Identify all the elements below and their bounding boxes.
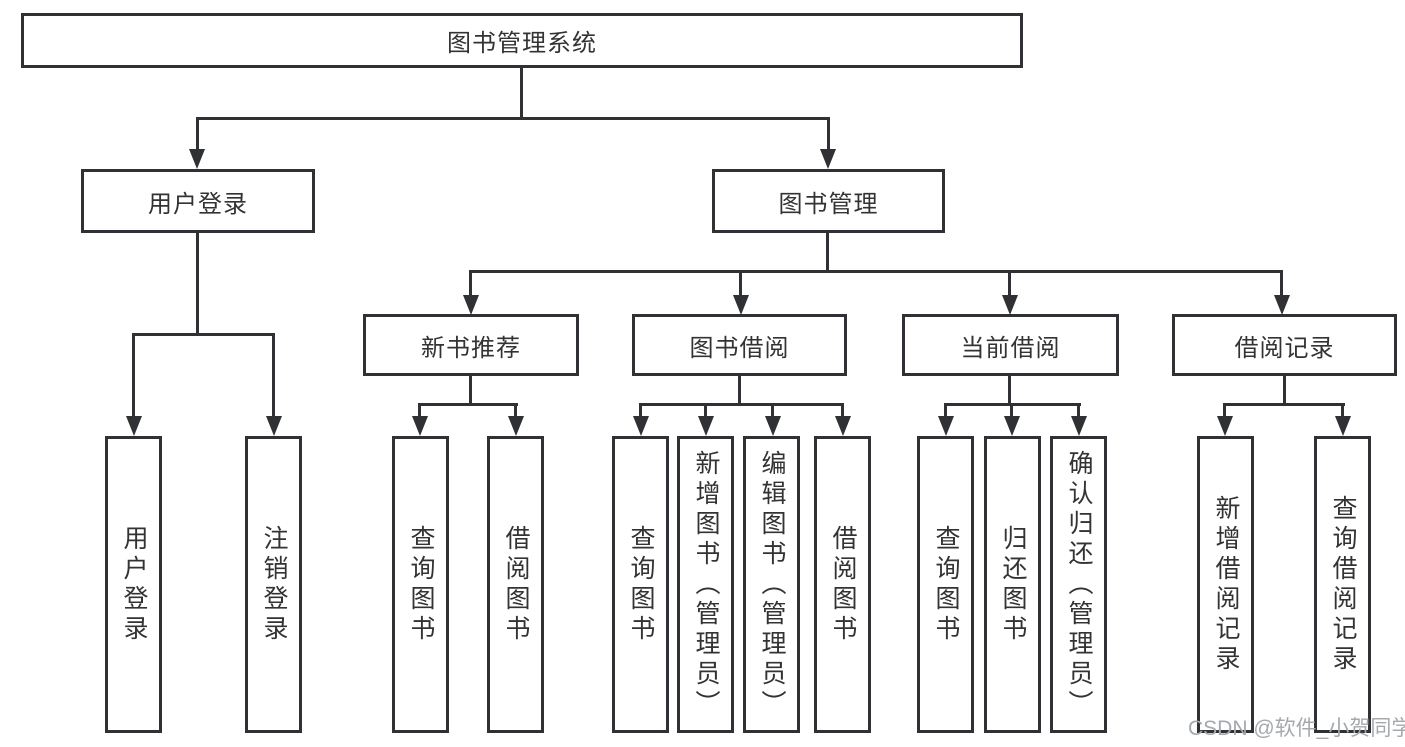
connector-stem-add-borrow-record — [1223, 403, 1226, 418]
node-root-label: 图书管理系统 — [447, 30, 597, 57]
arrow-to-book-management — [820, 149, 836, 169]
connector-stem-confirm-return — [1077, 403, 1080, 418]
connector-stem-add-book-admin — [704, 403, 707, 418]
connector-new-book-recommend-stub — [469, 374, 472, 405]
leaf-query-books-1-label: 查询图书 — [407, 524, 435, 645]
arrow-to-borrow-books-2 — [835, 416, 851, 436]
connector-current-borrowing-stub — [1008, 374, 1011, 405]
connector-stem-user-login — [196, 117, 199, 151]
leaf-edit-book-admin-label: 编辑图书（管理员） — [758, 449, 786, 720]
connector-group-a-bar — [418, 403, 518, 406]
arrow-to-return-book — [1004, 416, 1020, 436]
node-borrowing-records-label: 借阅记录 — [1234, 334, 1335, 362]
arrow-to-leaf-user-login — [126, 416, 142, 436]
connector-stem-edit-book-admin — [771, 403, 774, 418]
leaf-borrow-books-2-label: 借阅图书 — [829, 524, 857, 645]
arrow-to-add-book-admin — [698, 416, 714, 436]
leaf-logout-label: 注销登录 — [260, 524, 288, 645]
leaf-query-books-1: 查询图书 — [392, 436, 449, 733]
connector-stem-borrow-books-1 — [514, 403, 517, 418]
node-book-borrowing-label: 图书借阅 — [689, 334, 790, 362]
leaf-user-login-label: 用户登录 — [120, 524, 148, 645]
connector-stem-leaf-user-login — [132, 333, 135, 418]
leaf-edit-book-admin: 编辑图书（管理员） — [743, 436, 800, 733]
connector-root-bar — [196, 117, 830, 120]
arrow-to-user-login — [189, 149, 205, 169]
connector-stem-query-books-2 — [639, 403, 642, 418]
node-current-borrowing: 当前借阅 — [902, 314, 1119, 376]
connector-stem-leaf-logout — [272, 333, 275, 418]
arrow-to-book-borrowing — [733, 295, 749, 315]
node-book-borrowing: 图书借阅 — [632, 314, 847, 376]
leaf-logout: 注销登录 — [245, 436, 302, 733]
arrow-to-query-books-3 — [938, 416, 954, 436]
leaf-query-borrow-record-label: 查询借阅记录 — [1329, 494, 1357, 675]
node-root: 图书管理系统 — [21, 13, 1023, 68]
node-borrowing-records: 借阅记录 — [1172, 314, 1397, 376]
arrow-to-confirm-return — [1071, 416, 1087, 436]
connector-stem-book-borrowing — [739, 270, 742, 297]
leaf-query-books-2: 查询图书 — [612, 436, 669, 733]
arrow-to-query-books-1 — [412, 416, 428, 436]
leaf-query-books-3-label: 查询图书 — [932, 524, 960, 645]
leaf-query-borrow-record: 查询借阅记录 — [1314, 436, 1371, 733]
arrow-to-add-borrow-record — [1217, 416, 1233, 436]
arrow-to-edit-book-admin — [765, 416, 781, 436]
connector-book-borrowing-stub — [738, 374, 741, 405]
arrow-to-new-book-recommend — [463, 295, 479, 315]
leaf-add-borrow-record: 新增借阅记录 — [1197, 436, 1254, 733]
connector-book-management-stub — [826, 231, 829, 273]
connector-group-d-bar — [1223, 403, 1345, 406]
connector-stem-query-books-3 — [944, 403, 947, 418]
node-current-borrowing-label: 当前借阅 — [960, 334, 1061, 362]
leaf-confirm-return-admin: 确认归还（管理员） — [1050, 436, 1107, 733]
leaf-user-login: 用户登录 — [105, 436, 162, 733]
connector-user-login-stub — [196, 231, 199, 336]
leaf-add-book-admin-label: 新增图书（管理员） — [692, 449, 720, 720]
node-new-book-recommend: 新书推荐 — [363, 314, 579, 376]
connector-stem-book-management — [827, 117, 830, 151]
node-user-login-label: 用户登录 — [148, 190, 248, 218]
connector-group-b-bar — [639, 403, 843, 406]
connector-borrowing-records-stub — [1283, 374, 1286, 405]
connector-stem-query-books-1 — [418, 403, 421, 418]
connector-root-stub — [520, 66, 523, 120]
leaf-borrow-books-1: 借阅图书 — [487, 436, 544, 733]
arrow-to-query-borrow-record — [1335, 416, 1351, 436]
watermark: CSDN @软件_小贺同学 — [1188, 717, 1405, 740]
arrow-to-borrowing-records — [1274, 295, 1290, 315]
node-new-book-recommend-label: 新书推荐 — [421, 334, 521, 362]
leaf-query-books-2-label: 查询图书 — [627, 524, 655, 645]
connector-stem-query-borrow-record — [1341, 403, 1344, 418]
leaf-add-borrow-record-label: 新增借阅记录 — [1212, 494, 1240, 675]
connector-stem-borrow-books-2 — [841, 403, 844, 418]
leaf-return-book-label: 归还图书 — [999, 524, 1027, 645]
connector-stem-borrowing-records — [1280, 270, 1283, 297]
leaf-confirm-return-admin-label: 确认归还（管理员） — [1065, 449, 1093, 720]
node-user-login: 用户登录 — [81, 169, 315, 233]
arrow-to-query-books-2 — [633, 416, 649, 436]
leaf-borrow-books-2: 借阅图书 — [814, 436, 871, 733]
connector-level3-bar — [469, 270, 1283, 273]
leaf-query-books-3: 查询图书 — [917, 436, 974, 733]
node-book-management-label: 图书管理 — [778, 190, 879, 218]
node-book-management: 图书管理 — [712, 169, 945, 233]
leaf-return-book: 归还图书 — [984, 436, 1041, 733]
arrow-to-leaf-logout — [266, 416, 282, 436]
connector-user-login-bar — [132, 333, 275, 336]
leaf-borrow-books-1-label: 借阅图书 — [502, 524, 530, 645]
connector-stem-return-book — [1010, 403, 1013, 418]
leaf-add-book-admin: 新增图书（管理员） — [677, 436, 734, 733]
arrow-to-current-borrowing — [1002, 295, 1018, 315]
arrow-to-borrow-books-1 — [508, 416, 524, 436]
connector-stem-current-borrowing — [1008, 270, 1011, 297]
connector-stem-new-book-recommend — [469, 270, 472, 297]
